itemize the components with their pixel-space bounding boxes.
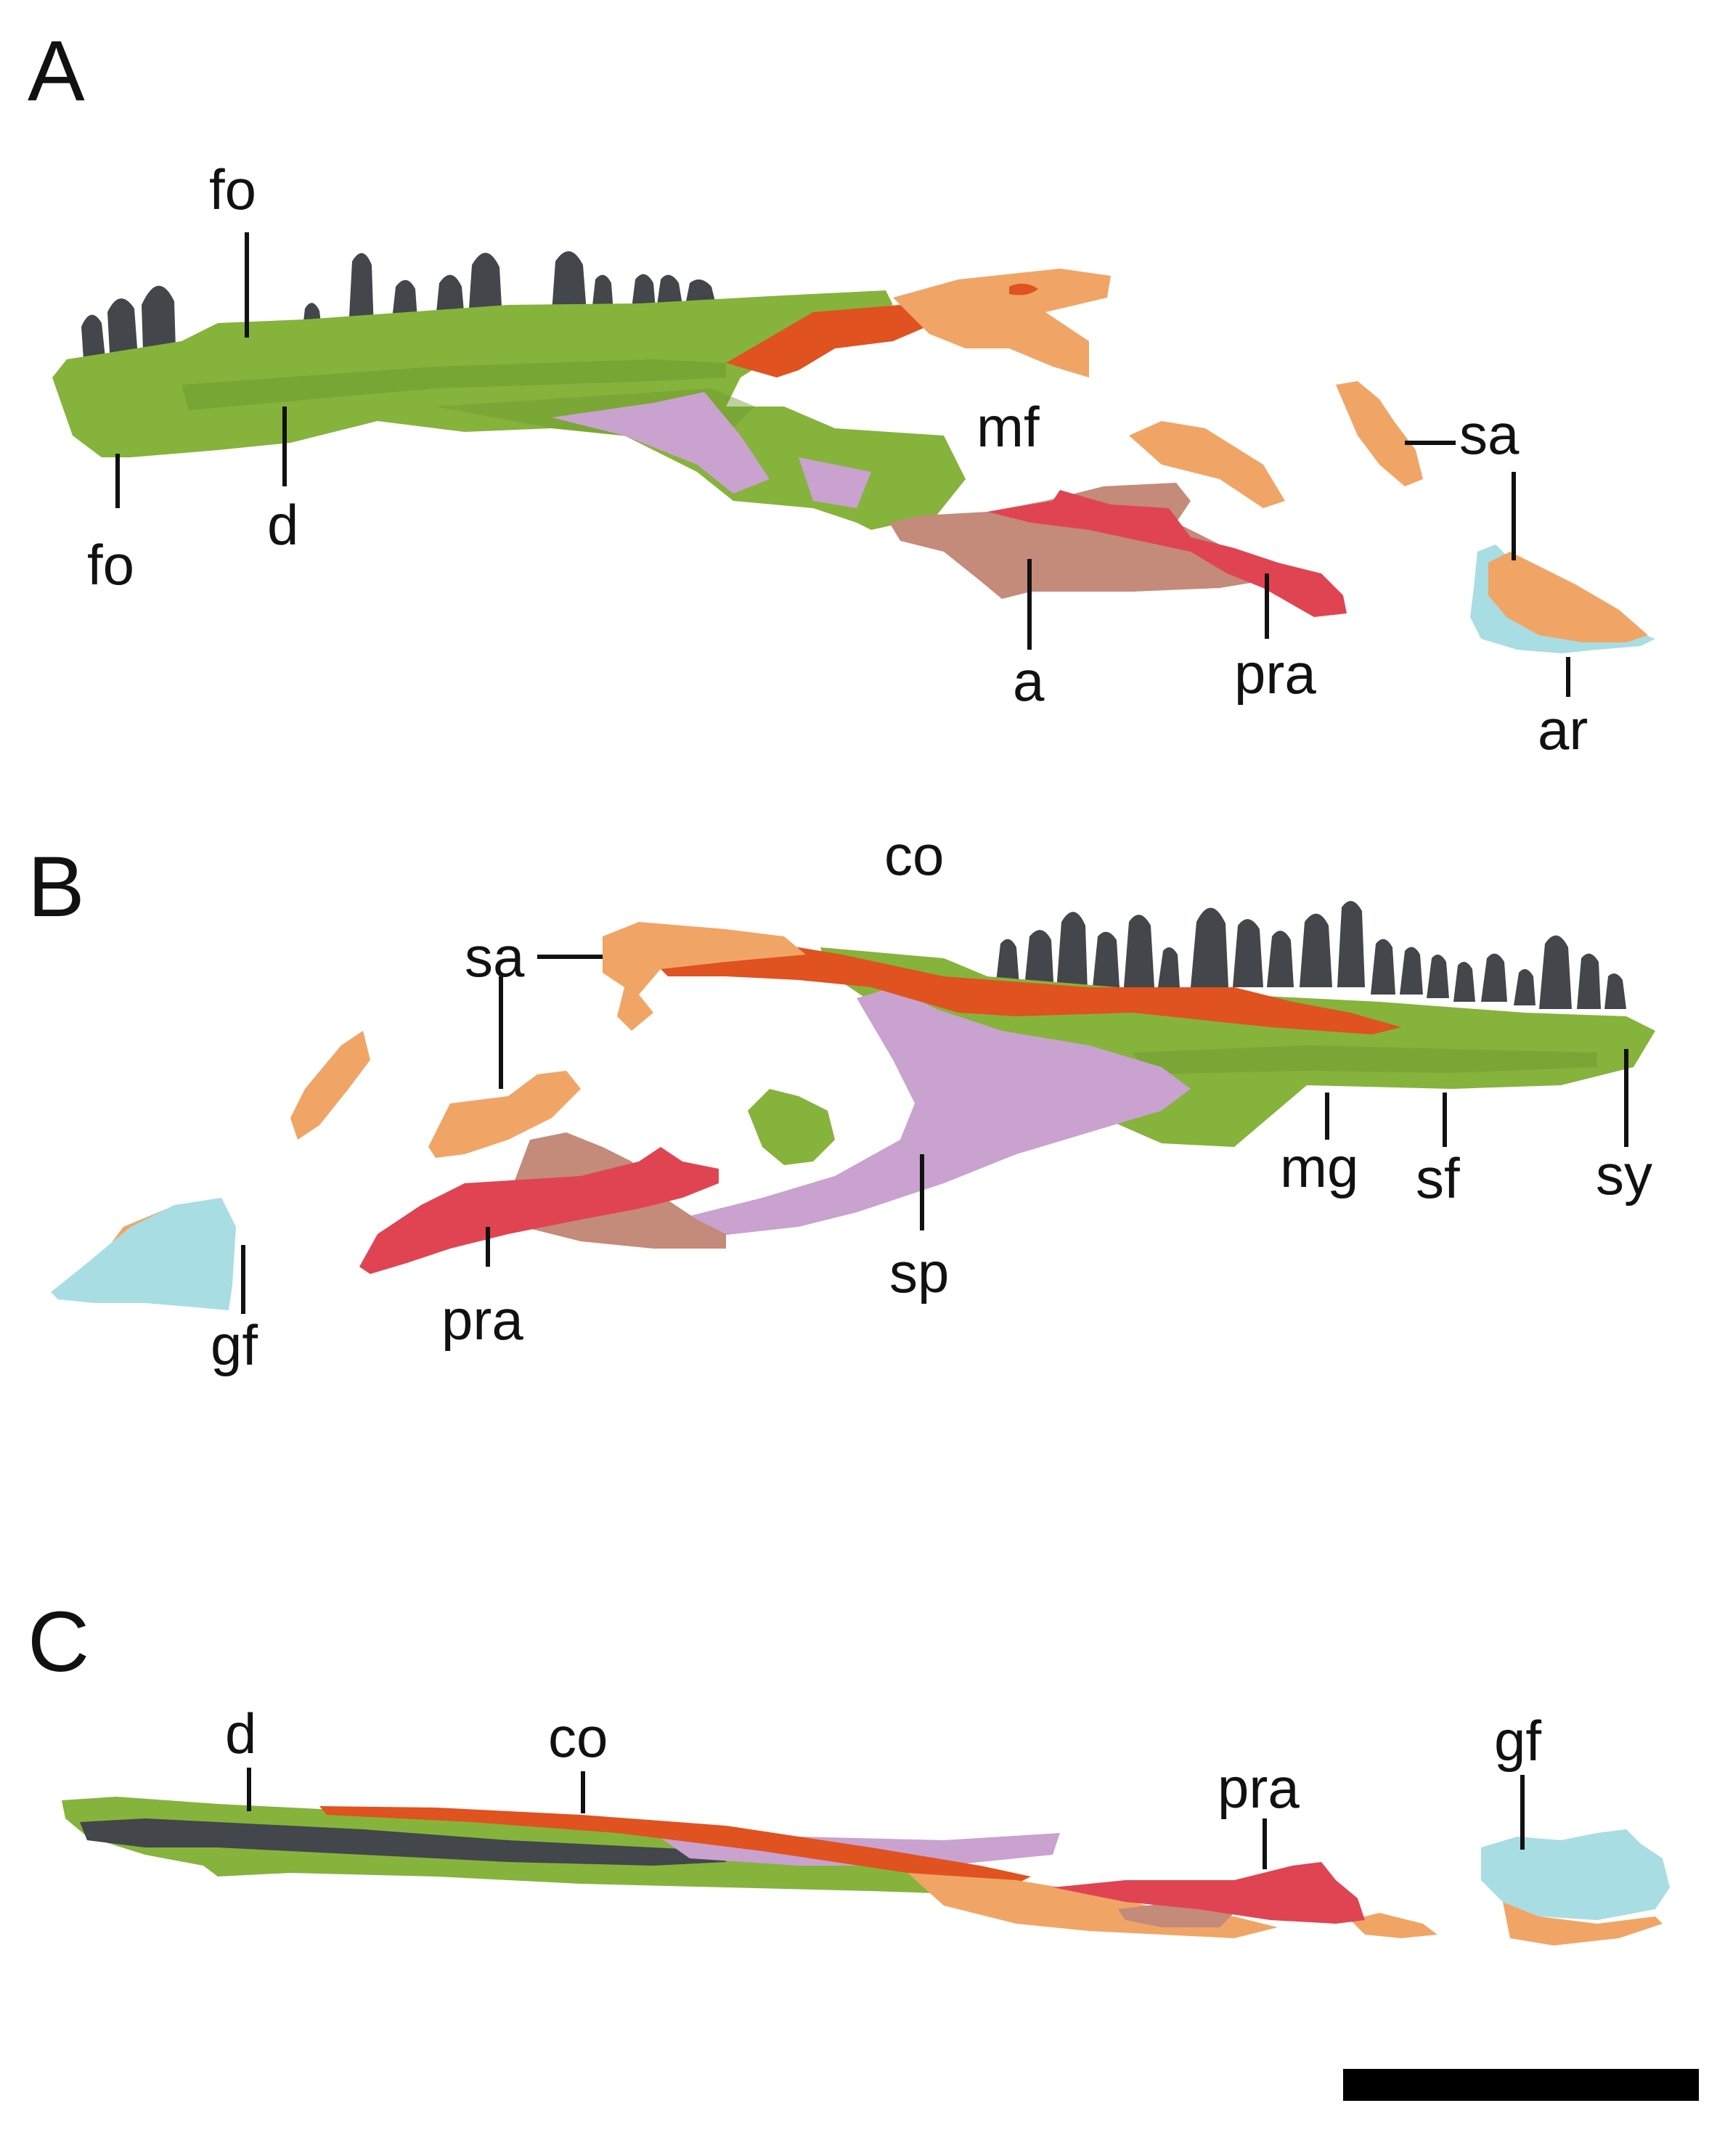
panel-c: C d co pra gf — [28, 1594, 1670, 1945]
panel-b-label-gf: gf — [211, 1313, 258, 1377]
panel-b-label-sp: sp — [889, 1241, 949, 1304]
panel-a-label-d: d — [267, 493, 298, 557]
panel-b-label-co: co — [884, 823, 944, 887]
panel-b-prearticular — [359, 1147, 719, 1274]
panel-c-prearticular — [1053, 1862, 1365, 1924]
panel-a-label-ar: ar — [1538, 698, 1588, 761]
panel-a-label-sa: sa — [1459, 402, 1520, 466]
panel-a-label-pra: pra — [1234, 642, 1316, 706]
panel-a-coronoid — [726, 305, 944, 377]
panel-b-label-sf: sf — [1416, 1146, 1460, 1210]
panel-a-label-fo-bottom: fo — [87, 533, 134, 597]
panel-b-label-sy: sy — [1596, 1143, 1652, 1206]
panel-c-letter: C — [28, 1594, 89, 1690]
panel-b-coronoid — [653, 947, 1401, 1034]
panel-c-label-gf: gf — [1494, 1709, 1541, 1773]
panel-c-label-pra: pra — [1218, 1756, 1300, 1820]
panel-c-label-d: d — [225, 1702, 256, 1765]
panel-b-teeth — [995, 901, 1626, 1009]
panel-c-teeth — [80, 1818, 726, 1866]
panel-a-splenial — [552, 392, 770, 494]
panel-c-coronoid — [319, 1806, 1031, 1884]
panel-a-prearticular — [987, 490, 1347, 617]
panel-a-letter: A — [28, 23, 85, 119]
panel-b-splenial — [668, 987, 1191, 1241]
panel-a: A — [28, 23, 1655, 761]
panel-a-label-a: a — [1013, 649, 1045, 713]
panel-b-label-sa: sa — [465, 925, 525, 989]
panel-b-letter: B — [28, 839, 85, 935]
panel-c-articular — [1481, 1829, 1670, 1920]
panel-a-label-mf: mf — [976, 395, 1040, 459]
panel-b-label-mg: mg — [1280, 1135, 1358, 1199]
panel-b-articular — [51, 1198, 236, 1310]
panel-a-label-fo-top: fo — [209, 158, 256, 221]
scale-bar — [1343, 2069, 1699, 2101]
panel-b: B — [28, 823, 1655, 1377]
panel-c-label-co: co — [548, 1705, 608, 1769]
panel-b-surangular — [603, 922, 806, 1031]
panel-b-label-pra: pra — [441, 1288, 523, 1352]
panel-a-surangular — [893, 269, 1111, 377]
